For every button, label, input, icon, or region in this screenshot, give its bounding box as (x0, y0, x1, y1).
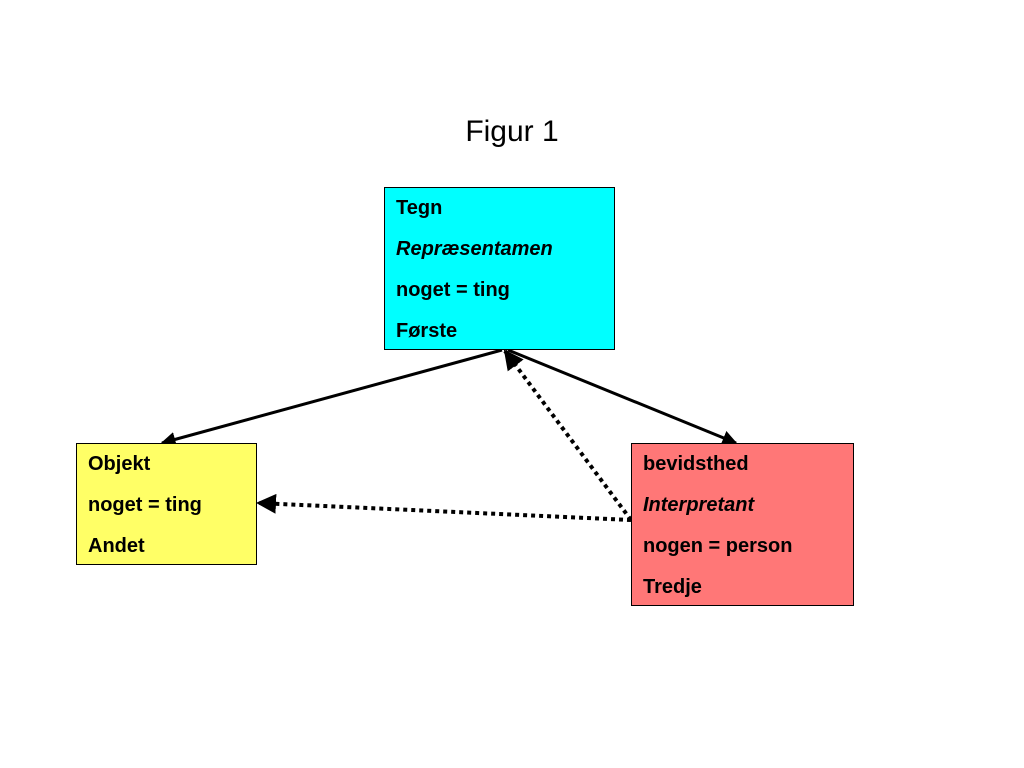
objekt-noget-ting-label: noget = ting (88, 494, 202, 516)
dotted-arrow-interpretant-to-tegn (503, 349, 633, 522)
representamen-label: Repræsentamen (396, 238, 553, 260)
objekt-label: Objekt (88, 453, 151, 475)
forste-label: Første (396, 320, 458, 342)
interpretant-label: Interpretant (643, 494, 755, 516)
arrow-tegn-to-objekt (160, 348, 503, 447)
andet-label: Andet (88, 535, 145, 557)
bevidsthed-label: bevidsthed (643, 453, 749, 475)
objekt-box: Objekt noget = ting Andet (76, 443, 257, 565)
interpretant-box: bevidsthed Interpretant nogen = person T… (631, 443, 854, 606)
dotted-arrow-interpretant-to-objekt (256, 493, 632, 522)
figure-title: Figur 1 (465, 115, 559, 148)
nogen-person-label: nogen = person (643, 535, 793, 557)
arrow-tegn-to-interpretant (507, 348, 738, 445)
tegn-box: Tegn Repræsentamen noget = ting Første (384, 187, 615, 350)
tegn-noget-ting-label: noget = ting (396, 279, 510, 301)
tredje-label: Tredje (643, 576, 702, 598)
tegn-label: Tegn (396, 197, 443, 219)
